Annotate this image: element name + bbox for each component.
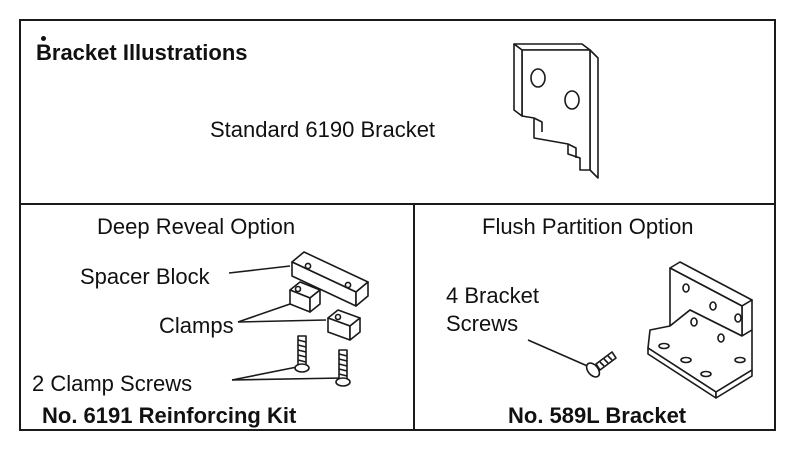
diagram-frame [19, 19, 776, 431]
standard-6190-bracket-illustration [510, 40, 610, 185]
clamp-screws-label: 2 Clamp Screws [32, 371, 193, 396]
clamp-shape-2 [328, 310, 360, 340]
flush-partition-heading: Flush Partition Option [482, 214, 694, 239]
spacer-block-shape [292, 252, 368, 306]
bracket-screws-label-line2: Screws [446, 311, 519, 336]
bullet-dot [41, 36, 46, 41]
clamp-screw-shape-2 [336, 350, 350, 386]
bracket-screws-label-line1: 4 Bracket [446, 283, 539, 308]
reinforcing-kit-caption: No. 6191 Reinforcing Kit [42, 403, 297, 428]
clamps-label: Clamps [159, 313, 234, 338]
horizontal-divider [19, 203, 776, 205]
deep-reveal-heading: Deep Reveal Option [97, 214, 296, 239]
standard-bracket-label: Standard 6190 Bracket [210, 117, 436, 142]
clamp-screw-shape-1 [295, 336, 309, 372]
589l-bracket-caption: No. 589L Bracket [508, 403, 687, 428]
vertical-divider [413, 203, 415, 431]
diagram-title: Bracket Illustrations [36, 40, 248, 65]
bracket-screw-shape [584, 352, 616, 379]
l-bracket-shape [648, 262, 752, 398]
clamp-shape-1 [290, 282, 320, 312]
spacer-block-label: Spacer Block [80, 264, 210, 289]
